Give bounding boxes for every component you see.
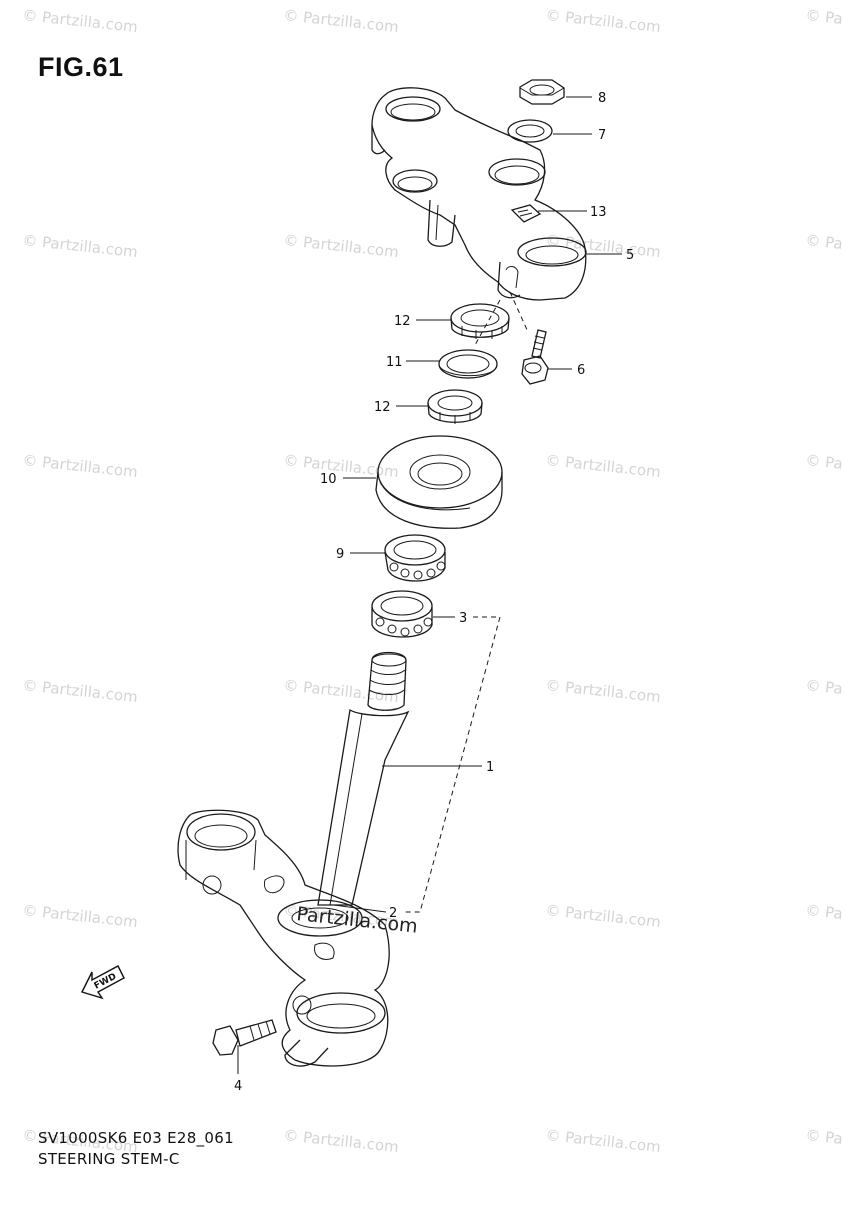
watermark-text: © Partzilla.com (22, 6, 139, 36)
steering-stem-nut-lower-drawing (427, 389, 483, 424)
watermark-text: © Partzilla.com (545, 6, 662, 36)
watermark-text: © Pa (805, 901, 844, 923)
callout-9: 9 (336, 547, 344, 562)
figure-name: STEERING STEM-C (38, 1150, 180, 1168)
watermark-text: © Partzilla.com (545, 451, 662, 481)
watermark-text: © Pa (805, 1126, 844, 1148)
lower-bearing-drawing (371, 590, 433, 638)
callout-12-upper: 12 (394, 314, 411, 329)
forward-arrow: FWD (81, 965, 125, 1000)
callout-5: 5 (626, 248, 634, 263)
callout-6: 6 (577, 363, 585, 378)
watermark-text: © Partzilla.com (22, 676, 139, 706)
callout-2: 2 (389, 906, 397, 921)
watermark-text: © Partzilla.com (283, 6, 400, 36)
callout-10: 10 (320, 472, 337, 487)
dust-seal-drawing (375, 435, 503, 529)
callout-8: 8 (598, 91, 606, 106)
figure-title: FIG.61 (38, 52, 124, 82)
watermark-text: © Partzilla.com (283, 231, 400, 261)
washer-drawing (507, 119, 553, 143)
watermark-text: © Pa (805, 231, 844, 253)
pinch-bolt-drawing (212, 1019, 277, 1056)
callout-12-lower: 12 (374, 400, 391, 415)
upper-bearing-drawing (384, 534, 446, 582)
watermark-text: © Partzilla.com (22, 451, 139, 481)
watermark-text: © Pa (805, 451, 844, 473)
callout-labels: 8 7 13 5 12 6 11 12 10 9 3 1 2 4 (234, 91, 634, 1094)
leader-lines (237, 96, 622, 1074)
callout-7: 7 (598, 128, 606, 143)
callout-3: 3 (459, 611, 467, 626)
watermark-text: © Pa (805, 6, 844, 28)
watermark-text: © Partzilla.com (545, 676, 662, 706)
watermark-text: © Partzilla.com (545, 901, 662, 931)
figure-code: SV1000SK6 E03 E28_061 (38, 1129, 234, 1147)
upper-bracket-drawing (371, 87, 587, 301)
callout-1: 1 (486, 760, 494, 775)
watermark-text: © Partzilla.com (283, 676, 400, 706)
steering-stem-washer-drawing (438, 349, 498, 379)
watermark-text: © Partzilla.com (545, 231, 662, 261)
watermark-layer: © Partzilla.com © Partzilla.com © Partzill… (22, 6, 844, 1156)
watermark-text: © Partzilla.com (283, 451, 400, 481)
watermark-text: © Pa (805, 676, 844, 698)
callout-13: 13 (590, 205, 607, 220)
callout-11: 11 (386, 355, 403, 370)
nut-drawing (519, 79, 565, 105)
callout-4: 4 (234, 1079, 242, 1094)
watermark-text: © Partzilla.com (283, 1126, 400, 1156)
clamp-bolt-drawing (521, 329, 549, 385)
watermark-text: © Partzilla.com (22, 901, 139, 931)
watermark-text: © Partzilla.com (545, 1126, 662, 1156)
steering-stem-nut-upper-drawing (450, 303, 510, 339)
steering-stem-drawing (177, 651, 410, 1067)
watermark-text: © Partzilla.com (22, 231, 139, 261)
